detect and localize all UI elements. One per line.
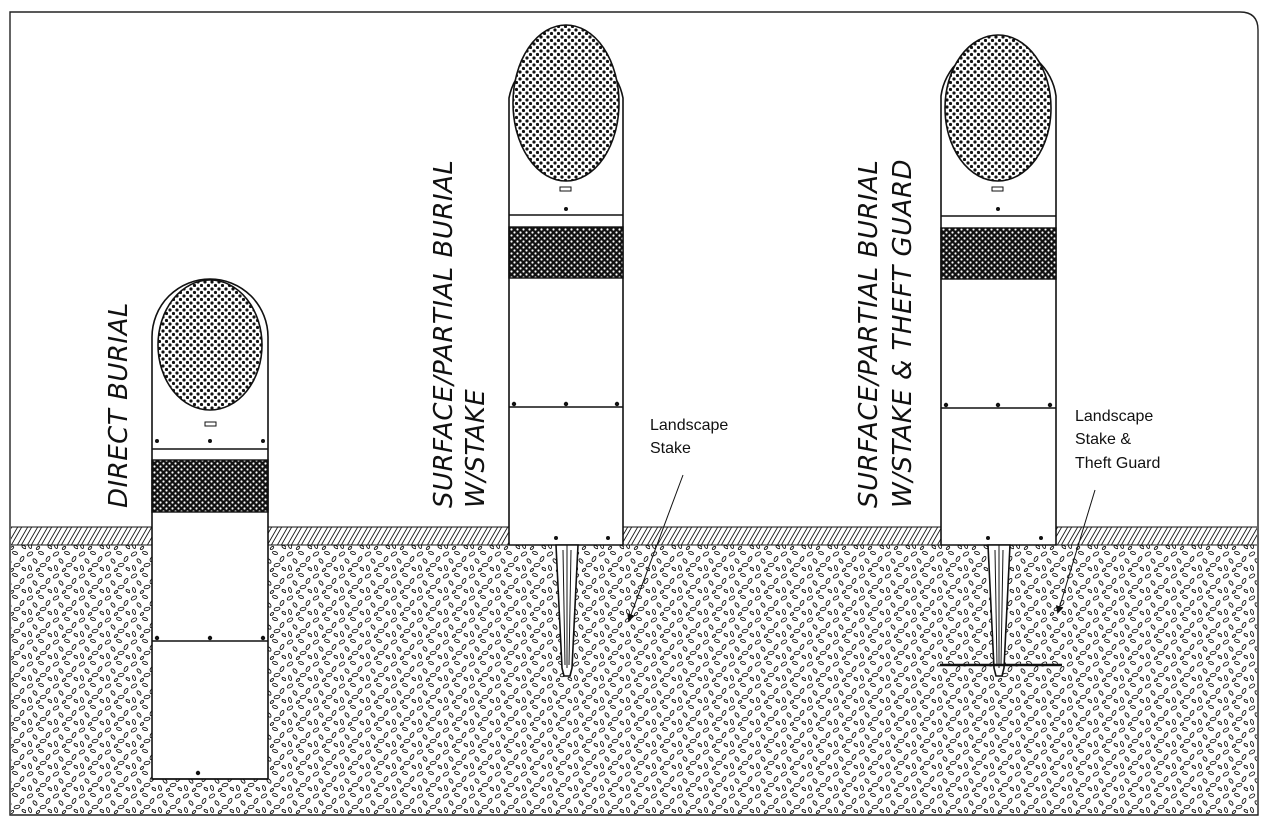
callout-guard-line2: Stake & — [1075, 431, 1131, 448]
unit-direct-burial — [151, 278, 269, 780]
callout-guard: Landscape Stake & Theft Guard — [1075, 408, 1160, 472]
slot-marker — [204, 421, 217, 427]
label-direct-burial: DIRECT BURIAL — [104, 302, 134, 508]
callout-stake: Landscape Stake — [650, 417, 733, 457]
callout-guard-line1: Landscape — [1075, 408, 1153, 425]
callout-guard-arrow — [1055, 489, 1096, 614]
diagram-frame — [9, 11, 1259, 816]
label-surface-stake-line2: W/STAKE — [461, 389, 491, 508]
label-surface-stake-line1: SURFACE/PARTIAL BURIAL — [429, 160, 459, 508]
slot-marker — [559, 186, 572, 192]
callout-guard-line3: Theft Guard — [1075, 455, 1160, 472]
callout-stake-line1: Landscape — [650, 417, 728, 434]
slot-marker — [991, 186, 1004, 192]
unit-surface-stake — [508, 24, 624, 677]
vent-band — [508, 226, 624, 279]
label-surface-guard-line2: W/STAKE & THEFT GUARD — [888, 159, 918, 508]
callout-stake-arrow — [627, 474, 684, 622]
vent-band — [940, 227, 1057, 280]
speaker-grille — [157, 279, 263, 411]
speaker-grille — [512, 24, 620, 182]
callout-stake-line2: Stake — [650, 440, 691, 457]
unit-surface-guard — [940, 34, 1062, 677]
vent-band — [151, 459, 269, 513]
speaker-grille — [944, 34, 1052, 182]
label-surface-guard-line1: SURFACE/PARTIAL BURIAL — [854, 160, 884, 508]
